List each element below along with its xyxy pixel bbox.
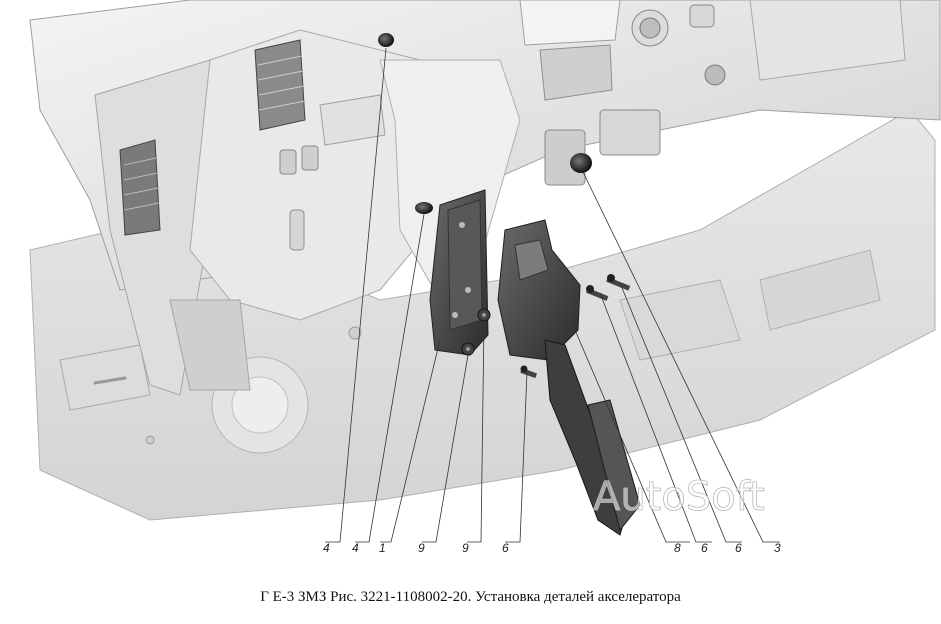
side-air-vent: [119, 139, 161, 236]
callout-label: 1: [379, 541, 386, 555]
callout-label: 4: [352, 541, 359, 555]
callout-label: 9: [418, 541, 425, 555]
plug-upper: [378, 33, 394, 47]
nut: [461, 342, 475, 356]
watermark: AutoSoft: [593, 474, 765, 520]
bolt: [520, 365, 538, 379]
callout-labels: 4 4 1 9 9 6 8 6 6 3: [323, 541, 781, 555]
callout-label: 6: [502, 541, 509, 555]
plug-lower: [415, 202, 433, 214]
callout-label: 4: [323, 541, 330, 555]
accelerator-pedal: [497, 219, 641, 536]
callout-label: 9: [462, 541, 469, 555]
callout-label: 6: [735, 541, 742, 555]
bracket: [429, 189, 489, 356]
leader-lines: [325, 47, 780, 543]
bolt: [606, 274, 631, 291]
center-air-vent: [254, 39, 306, 131]
callout-label: 6: [701, 541, 708, 555]
figure-caption: Г Е-3 ЗМЗ Рис. 3221-1108002-20. Установк…: [260, 589, 681, 605]
bolt: [586, 285, 609, 301]
nut: [477, 308, 491, 322]
callout-label: 3: [774, 541, 781, 555]
callout-label: 8: [674, 541, 681, 555]
plug-right: [570, 153, 592, 173]
